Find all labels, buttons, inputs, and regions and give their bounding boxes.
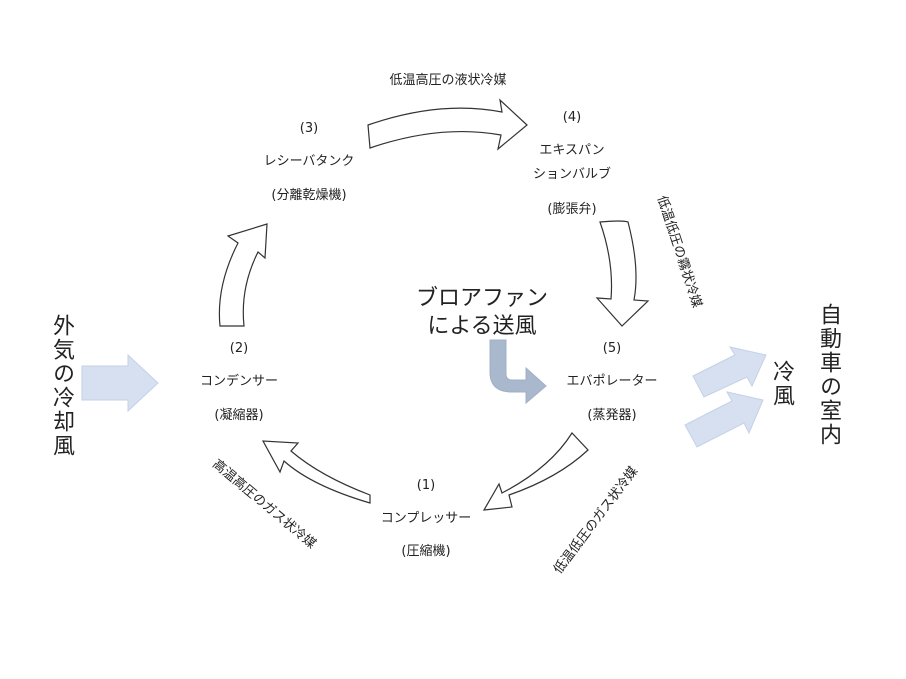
liquid-refrigerant-label: 低温高圧の液状冷媒	[389, 73, 507, 88]
arrow-3-to-4	[367, 98, 528, 151]
node-4-name-line1: エキスパン	[539, 143, 605, 158]
node-4-number: (4)	[562, 110, 582, 125]
node-1-number: (1)	[416, 478, 436, 493]
arrow-1-to-2	[261, 440, 371, 504]
blower-label-line2: による送風	[427, 314, 537, 339]
node-1-name: コンプレッサー	[380, 511, 472, 526]
cold-air-arrow-top	[692, 346, 767, 398]
node-2-sub: (凝縮器)	[214, 408, 264, 423]
node-5-sub: (蒸発器)	[587, 408, 637, 423]
cold-air-label: 冷風	[769, 360, 794, 408]
arrow-4-to-5	[595, 220, 650, 327]
node-4-sub: (膨張弁)	[547, 202, 597, 217]
blower-arrow	[489, 339, 547, 405]
node-5-name: エバポレーター	[566, 374, 658, 389]
outside-air-arrow	[81, 353, 159, 413]
node-2-number: (2)	[229, 341, 249, 356]
node-4-name-line2: ションバルブ	[532, 167, 612, 182]
outside-air-label: 外気の冷却風	[49, 314, 74, 458]
blower-label-line1: ブロアファン	[415, 286, 549, 311]
node-3-name: レシーバタンク	[263, 154, 355, 169]
node-1-sub: (圧縮機)	[401, 544, 451, 559]
cold-air-arrow-bottom	[684, 391, 764, 448]
node-3-sub: (分離乾燥機)	[271, 188, 347, 203]
arrow-2-to-3	[218, 223, 268, 327]
car-interior-label: 自動車の室内	[816, 303, 841, 447]
node-2-name: コンデンサー	[199, 374, 279, 389]
arrow-5-to-1	[482, 432, 589, 511]
node-5-number: (5)	[602, 341, 622, 356]
node-3-number: (3)	[299, 121, 319, 136]
